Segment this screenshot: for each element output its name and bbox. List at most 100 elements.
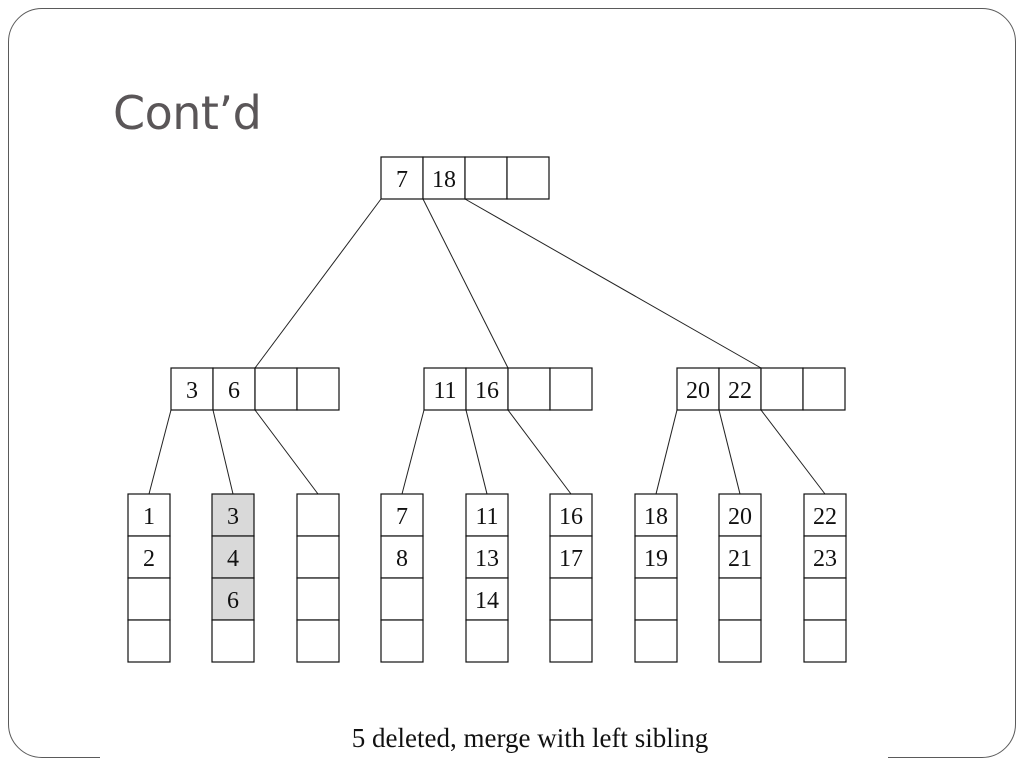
tree-edge (465, 409, 488, 495)
tree-edge (422, 198, 509, 369)
leaf-cell (634, 577, 678, 621)
leaf-key: 4 (227, 546, 239, 572)
leaf-cell (465, 619, 509, 663)
leaf-cell (465, 493, 509, 537)
leaf-cell (549, 619, 593, 663)
tree-edge (401, 409, 425, 495)
leaf-node: 22 23 (803, 493, 847, 663)
slide-title: Cont’d (113, 86, 262, 140)
tree-edge (507, 409, 572, 495)
node-key: 7 (396, 167, 408, 193)
node-key: 6 (228, 378, 240, 404)
leaf-key: 11 (475, 504, 498, 530)
tree-edge (760, 409, 826, 495)
node-key: 22 (728, 378, 752, 404)
internal-node: 11 16 (423, 367, 593, 411)
merged-leaf-node: 3 4 6 (211, 493, 255, 663)
leaf-cell (296, 493, 340, 537)
leaf-cell (380, 493, 424, 537)
leaf-key: 23 (813, 546, 837, 572)
leaf-cell (296, 577, 340, 621)
node-key: 16 (475, 378, 499, 404)
internal-node-cell (676, 367, 720, 411)
leaf-node (296, 493, 340, 663)
leaf-cell (211, 619, 255, 663)
leaf-key: 7 (396, 504, 408, 530)
internal-node-cell (718, 367, 762, 411)
internal-node-cell (549, 367, 593, 411)
leaf-cell (127, 577, 171, 621)
leaf-cell (127, 619, 171, 663)
leaf-key: 6 (227, 588, 239, 614)
leaf-key: 3 (227, 504, 239, 530)
internal-node-cell (507, 367, 551, 411)
leaf-key: 13 (475, 546, 499, 572)
leaf-key: 18 (644, 504, 668, 530)
leaf-cell (634, 619, 678, 663)
leaf-cell (718, 619, 762, 663)
leaf-cell (380, 577, 424, 621)
tree-edge (718, 409, 741, 495)
leaf-key: 19 (644, 546, 668, 572)
leaf-cell (296, 535, 340, 579)
leaf-cell (127, 535, 171, 579)
leaf-cell (549, 493, 593, 537)
node-key: 20 (686, 378, 710, 404)
tree-edge (254, 409, 319, 495)
leaf-cell (803, 493, 847, 537)
leaf-cell (634, 493, 678, 537)
leaf-key: 1 (143, 504, 155, 530)
leaf-node: 12 (127, 493, 171, 663)
leaf-cell (380, 619, 424, 663)
tree-edge (254, 198, 382, 369)
node-key: 3 (186, 378, 198, 404)
leaf-key: 2 (143, 546, 155, 572)
leaf-cell (465, 577, 509, 621)
tree-edges (148, 198, 826, 495)
leaf-cell (803, 619, 847, 663)
leaf-cell (296, 619, 340, 663)
highlighted-leaf-cell (211, 535, 255, 579)
tree-edge (148, 409, 172, 495)
tree-edge (464, 198, 762, 369)
internal-node-cell (465, 367, 509, 411)
leaf-cell (634, 535, 678, 579)
internal-node-cell (760, 367, 804, 411)
tree-edge (655, 409, 678, 495)
leaf-key: 21 (728, 546, 752, 572)
leaf-key: 17 (559, 546, 583, 572)
tree-edge (212, 409, 234, 495)
leaf-cell (803, 535, 847, 579)
highlighted-leaf-cell (211, 577, 255, 621)
internal-node-cell (423, 367, 467, 411)
node-key: 11 (433, 378, 456, 404)
leaf-cell (718, 535, 762, 579)
root-node-cell (464, 156, 508, 200)
internal-node-cell (296, 367, 340, 411)
leaf-cell (549, 535, 593, 579)
leaf-node: 78 (380, 493, 424, 663)
internal-node-cell (802, 367, 846, 411)
leaf-key: 22 (813, 504, 837, 530)
leaf-cell (718, 493, 762, 537)
root-node-cell (506, 156, 550, 200)
leaf-key: 16 (559, 504, 583, 530)
leaf-cell (465, 535, 509, 579)
leaf-key: 8 (396, 546, 408, 572)
leaf-key: 20 (728, 504, 752, 530)
leaf-cell (718, 577, 762, 621)
leaf-key: 14 (475, 588, 499, 614)
node-key: 18 (432, 167, 456, 193)
internal-node-cell (212, 367, 256, 411)
leaf-node: 11 13 14 (465, 493, 509, 663)
slide-caption: 5 deleted, merge with left sibling (351, 723, 709, 753)
leaf-cell (549, 577, 593, 621)
root-node: 7 18 (380, 156, 550, 200)
